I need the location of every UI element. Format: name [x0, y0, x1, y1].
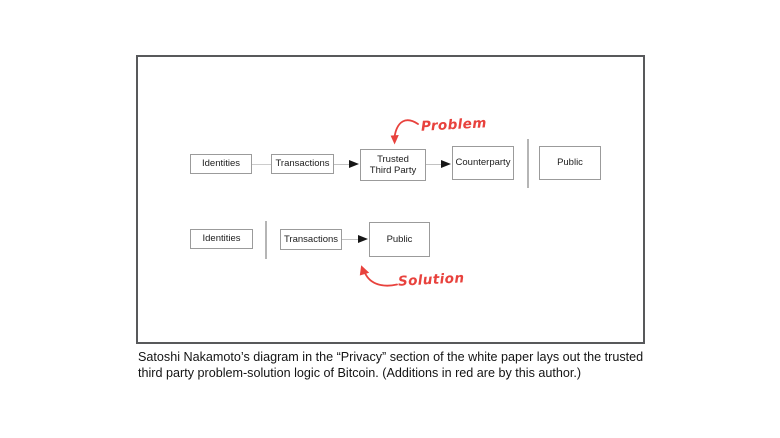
- connector-line: [342, 239, 359, 240]
- caption-line-1: Satoshi Nakamoto’s diagram in the “Priva…: [138, 350, 644, 364]
- arrowhead-icon: [349, 160, 359, 168]
- arrowhead-icon: [358, 235, 368, 243]
- box-label: Trusted Third Party: [369, 153, 417, 176]
- box-transactions-top: Transactions: [271, 154, 334, 174]
- box-label: Transactions: [283, 233, 339, 245]
- box-public-bottom: Public: [369, 222, 430, 257]
- connector-line: [252, 164, 271, 165]
- connector-line: [426, 164, 442, 165]
- box-identities-bottom: Identities: [190, 229, 253, 249]
- box-transactions-bottom: Transactions: [280, 229, 342, 250]
- box-label: Identities: [201, 158, 241, 170]
- box-label: Identities: [202, 233, 241, 245]
- caption-line-2: third party problem-solution logic of Bi…: [138, 365, 582, 380]
- box-counterparty: Counterparty: [452, 146, 514, 180]
- box-identities-top: Identities: [190, 154, 252, 174]
- problem-arrow: [393, 119, 419, 138]
- arrowhead-icon: [441, 160, 451, 168]
- problem-annotation-label: Problem: [420, 115, 488, 135]
- box-label: Public: [557, 157, 583, 169]
- problem-arrowhead-icon: [390, 135, 399, 145]
- box-trusted-third-party: Trusted Third Party: [360, 149, 426, 181]
- figure-caption: Satoshi Nakamoto’s diagram in the “Priva…: [138, 350, 648, 381]
- box-label: Public: [386, 233, 413, 245]
- box-label: Counterparty: [455, 157, 511, 169]
- solution-annotation-label: Solution: [397, 270, 465, 290]
- diagram-frame: Identities Transactions Trusted Third Pa…: [136, 55, 645, 344]
- box-label: Transactions: [275, 158, 330, 170]
- connector-line: [334, 164, 350, 165]
- annotation-arrows: [359, 119, 419, 287]
- privacy-divider-top: [527, 139, 529, 188]
- solution-arrow: [364, 272, 398, 287]
- solution-arrowhead-icon: [359, 265, 370, 276]
- box-public-top: Public: [539, 146, 601, 180]
- privacy-divider-bottom: [265, 221, 267, 259]
